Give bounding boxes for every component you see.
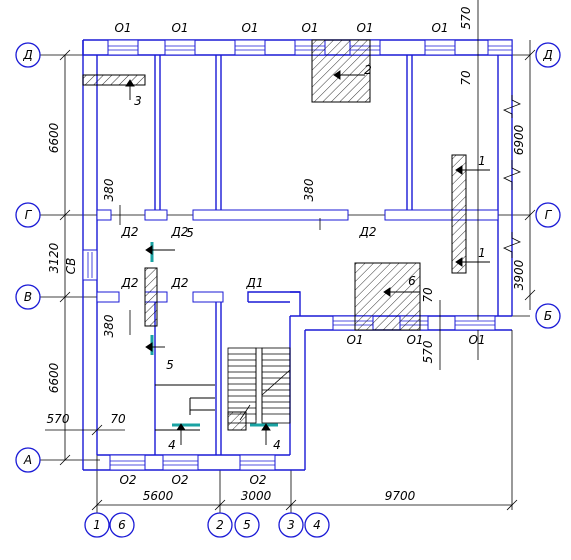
svg-text:5600: 5600 <box>143 489 174 503</box>
axis-bubble-d-left: Д <box>15 42 41 68</box>
hatched-elements <box>82 39 467 431</box>
svg-text:Г: Г <box>25 208 33 222</box>
svg-text:3120: 3120 <box>47 242 61 273</box>
axis-bubble-b-right: Б <box>535 303 561 329</box>
svg-text:О1: О1 <box>406 333 423 347</box>
svg-text:3: 3 <box>287 518 295 532</box>
axis-bubble-2: 2 <box>207 512 233 538</box>
svg-text:380: 380 <box>102 178 116 201</box>
svg-text:6900: 6900 <box>512 124 526 155</box>
svg-text:570: 570 <box>459 6 473 29</box>
svg-text:Д: Д <box>542 48 552 62</box>
svg-text:СВ: СВ <box>64 258 78 275</box>
top-windows <box>107 39 513 56</box>
svg-text:2: 2 <box>364 63 372 77</box>
svg-text:О1: О1 <box>346 333 363 347</box>
svg-text:5: 5 <box>186 226 194 240</box>
svg-text:70: 70 <box>110 412 126 426</box>
svg-text:Д1: Д1 <box>245 276 263 290</box>
svg-text:Д2: Д2 <box>358 225 376 239</box>
svg-text:Д2: Д2 <box>120 225 138 239</box>
svg-text:3900: 3900 <box>512 259 526 290</box>
svg-text:О1: О1 <box>431 21 448 35</box>
window-labels: О1 О1 О1 О1 О1 О1 О1 О1 О1 О2 О2 О2 <box>114 21 485 487</box>
section-arrows <box>125 70 490 445</box>
svg-text:Б: Б <box>544 309 552 323</box>
svg-text:О1: О1 <box>356 21 373 35</box>
door-labels: Д2 Д2 Д2 Д2 Д2 Д1 СВ <box>64 225 377 290</box>
svg-text:5: 5 <box>166 358 174 372</box>
outer-walls <box>82 39 513 471</box>
svg-text:А: А <box>23 453 32 467</box>
axis-bubble-v-left: В <box>15 284 41 310</box>
svg-text:9700: 9700 <box>385 489 416 503</box>
axis-bubble-g-right: Г <box>535 202 561 228</box>
svg-text:О1: О1 <box>468 333 485 347</box>
axis-lines <box>40 54 530 520</box>
svg-text:О1: О1 <box>114 21 131 35</box>
bottom-windows <box>109 454 276 471</box>
svg-text:4: 4 <box>168 438 176 452</box>
svg-text:570: 570 <box>421 340 435 363</box>
svg-text:В: В <box>24 290 32 304</box>
svg-text:3: 3 <box>134 94 142 108</box>
svg-text:5: 5 <box>243 518 251 532</box>
svg-text:1: 1 <box>93 518 101 532</box>
break-lines <box>503 95 521 258</box>
svg-text:4: 4 <box>273 438 281 452</box>
svg-text:4: 4 <box>313 518 321 532</box>
svg-text:380: 380 <box>102 314 116 337</box>
svg-text:6: 6 <box>118 518 126 532</box>
svg-text:6600: 6600 <box>47 362 61 393</box>
svg-text:Д2: Д2 <box>170 225 188 239</box>
svg-text:1: 1 <box>478 154 486 168</box>
svg-text:70: 70 <box>421 287 435 303</box>
svg-text:О2: О2 <box>171 473 188 487</box>
svg-text:Д2: Д2 <box>170 276 188 290</box>
svg-text:2: 2 <box>216 518 224 532</box>
axis-bubble-4: 4 <box>304 512 330 538</box>
dimension-texts: 6600 3120 6600 570 70 570 70 6900 3900 7… <box>47 6 526 503</box>
axis-bubble-6: 6 <box>109 512 135 538</box>
svg-text:6: 6 <box>408 274 416 288</box>
svg-text:О1: О1 <box>171 21 188 35</box>
svg-text:О2: О2 <box>119 473 136 487</box>
svg-text:70: 70 <box>459 70 473 86</box>
lower-fixtures <box>155 384 215 431</box>
svg-text:О2: О2 <box>249 473 266 487</box>
svg-text:Д2: Д2 <box>120 276 138 290</box>
axis-bubble-1: 1 <box>84 512 110 538</box>
svg-text:О1: О1 <box>241 21 258 35</box>
axis-bubble-g-left: Г <box>15 202 41 228</box>
svg-text:3000: 3000 <box>241 489 272 503</box>
axis-bubble-a-left: А <box>15 447 41 473</box>
svg-text:Д: Д <box>22 48 32 62</box>
dimension-lines <box>45 0 536 511</box>
svg-text:1: 1 <box>478 246 486 260</box>
svg-text:О1: О1 <box>301 21 318 35</box>
axis-bubble-3: 3 <box>278 512 304 538</box>
axis-bubble-5: 5 <box>234 512 260 538</box>
svg-text:Г: Г <box>545 208 553 222</box>
section-numbers: 3 2 1 1 6 5 5 4 4 <box>134 63 486 452</box>
svg-text:6600: 6600 <box>47 122 61 153</box>
axis-bubble-d-right: Д <box>535 42 561 68</box>
svg-text:380: 380 <box>302 178 316 201</box>
svg-text:570: 570 <box>47 412 70 426</box>
